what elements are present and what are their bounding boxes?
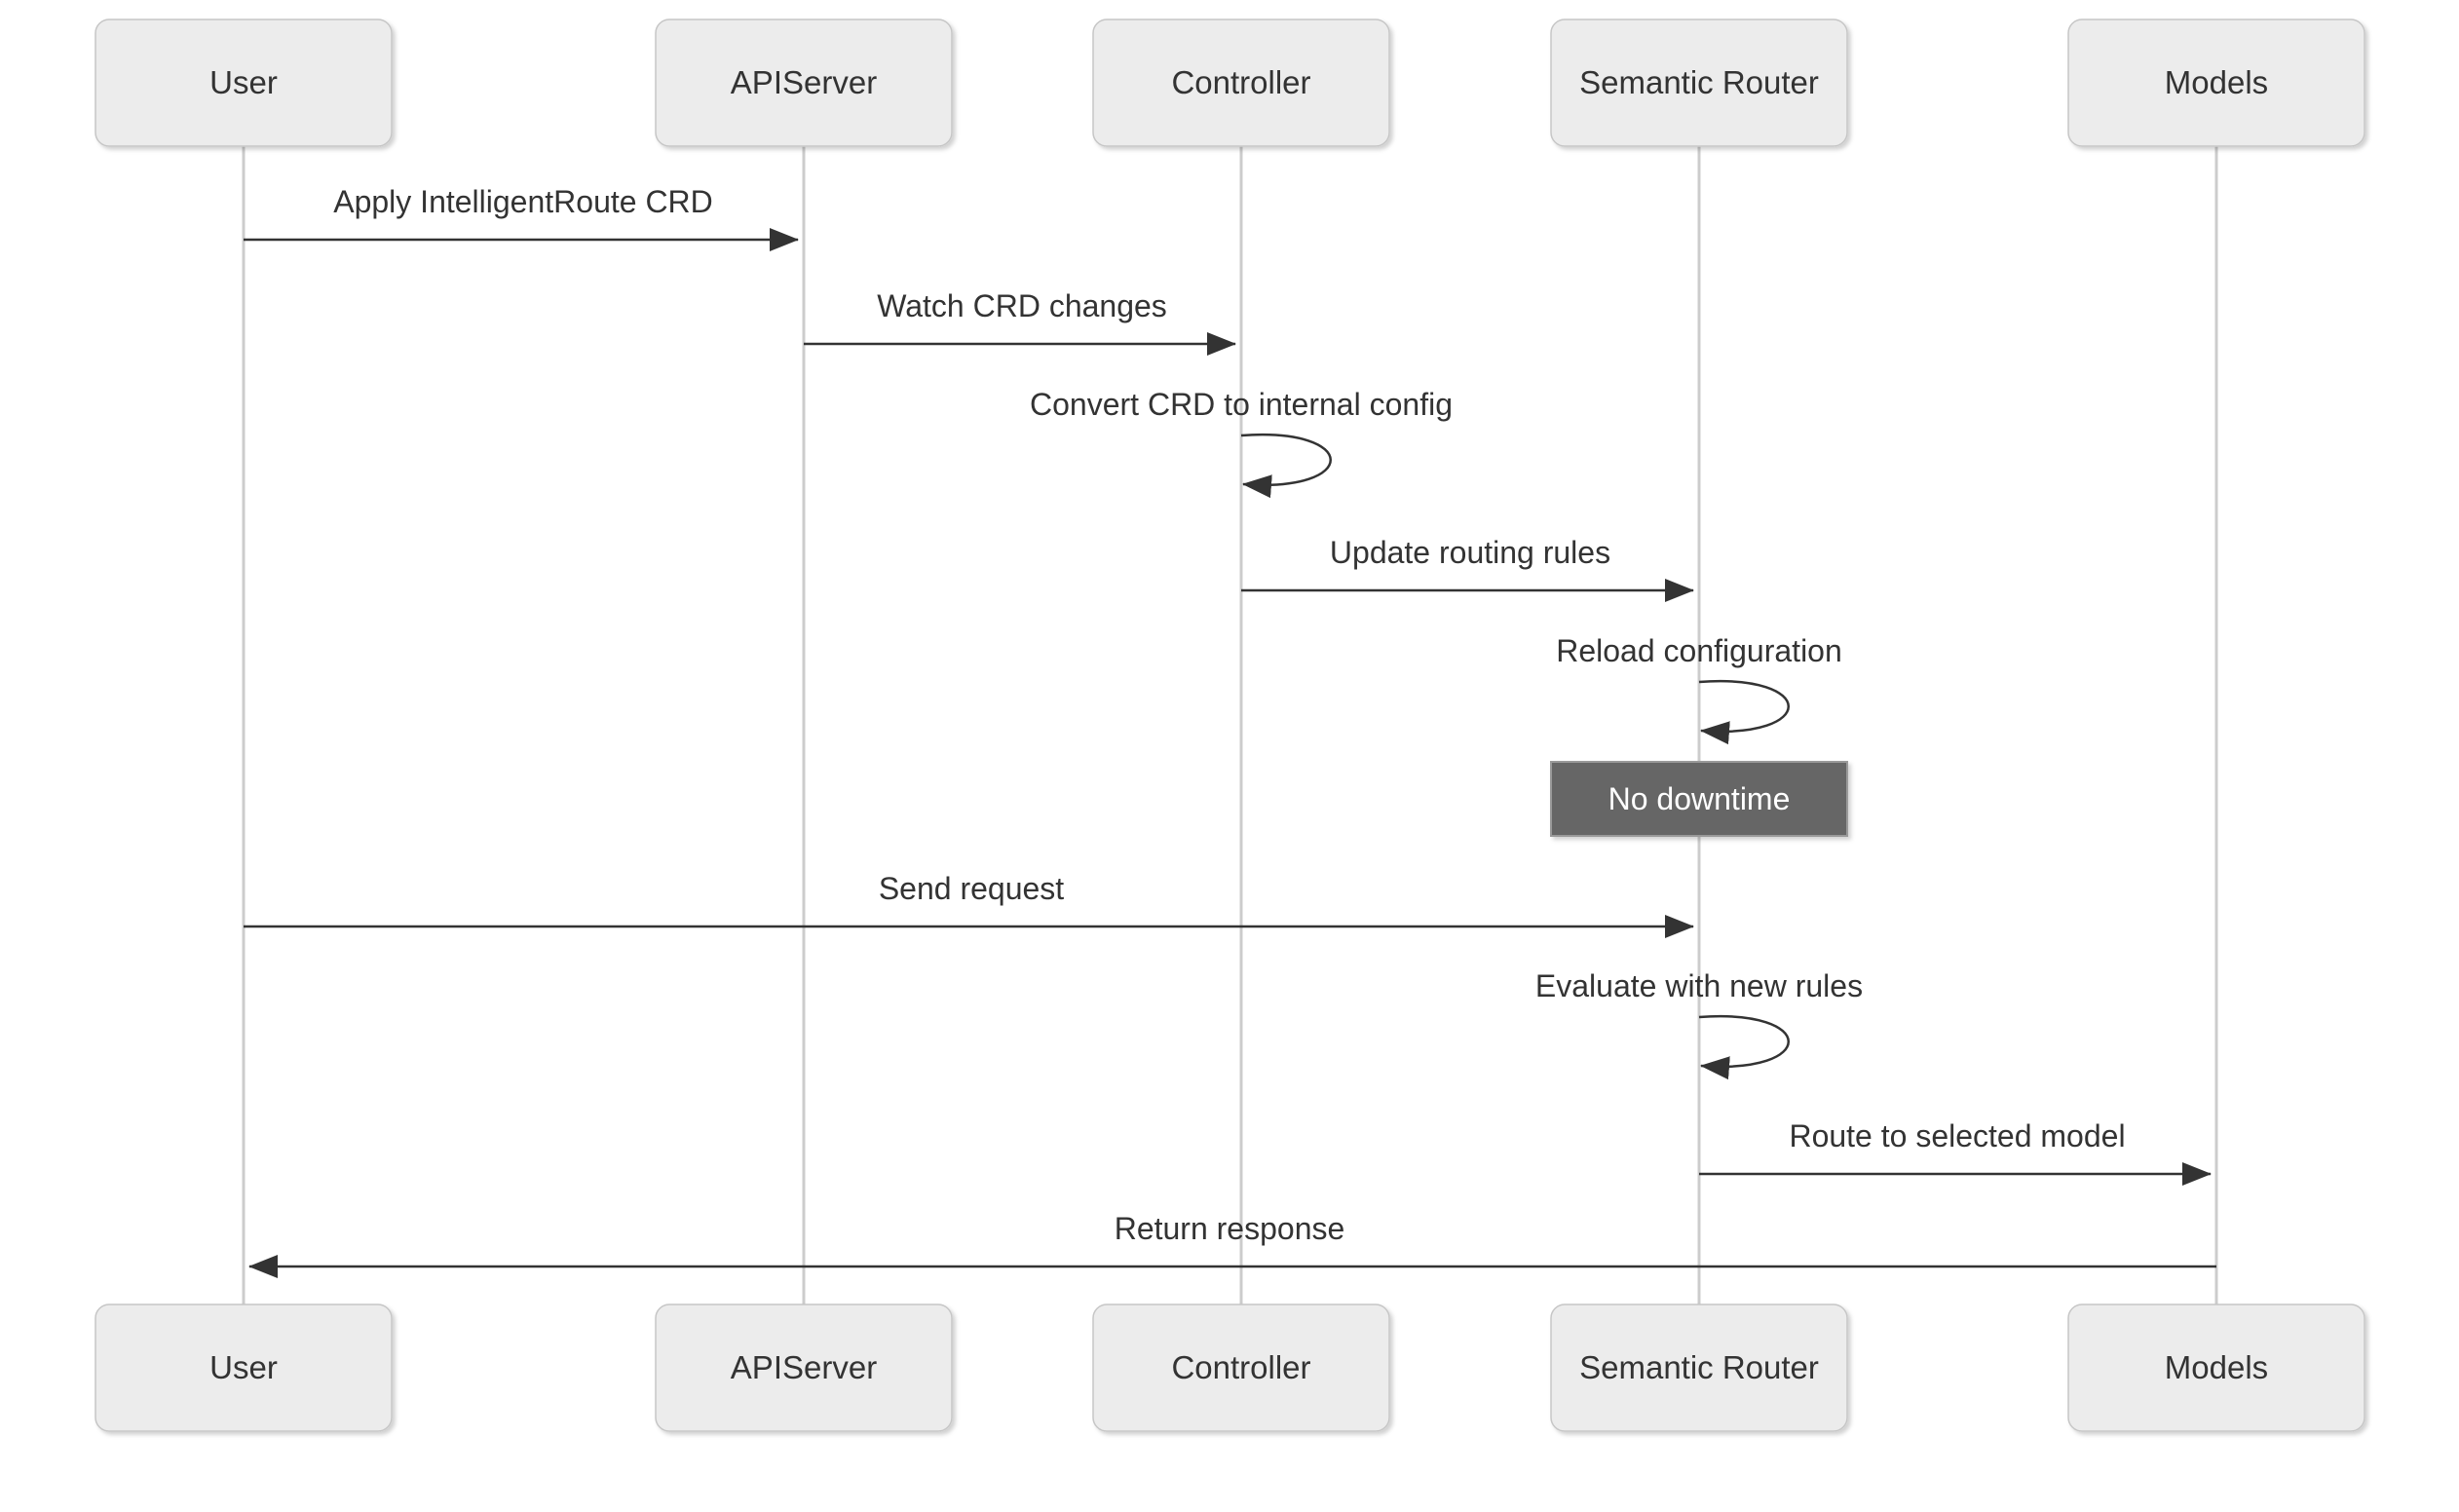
message-label: Reload configuration — [1556, 633, 1842, 668]
actor-top-models: Models — [2067, 19, 2365, 147]
actor-label-semantic-router-top: Semantic Router — [1579, 64, 1819, 100]
message-send-request: Send request — [244, 871, 1694, 938]
actor-bottom-apiserver: APIServer — [655, 1304, 953, 1432]
message-watch-crd-changes: Watch CRD changes — [804, 288, 1236, 356]
self-loop-arrow — [1240, 433, 1332, 499]
actor-box-controller-top — [1092, 19, 1390, 147]
message-update-routing-rules: Update routing rules — [1241, 535, 1694, 602]
actor-bottom-models: Models — [2067, 1304, 2365, 1432]
actor-label-models-bottom: Models — [2165, 1349, 2268, 1385]
actor-bottom-controller: Controller — [1092, 1304, 1390, 1432]
actor-box-models-top — [2067, 19, 2365, 147]
self-loop-arrow — [1698, 1014, 1790, 1080]
actor-label-apiserver-bottom: APIServer — [731, 1349, 877, 1385]
message-evaluate-with-new-rules: Evaluate with new rules — [1535, 968, 1863, 1080]
message-label: Send request — [879, 871, 1064, 906]
self-loop-arrow — [1698, 679, 1790, 745]
actor-box-models-bottom — [2067, 1304, 2365, 1432]
actor-top-semantic-router: Semantic Router — [1550, 19, 1848, 147]
actor-box-controller-bottom — [1092, 1304, 1390, 1432]
actor-label-apiserver-top: APIServer — [731, 64, 877, 100]
actor-label-user-bottom: User — [209, 1349, 278, 1385]
actor-label-controller-top: Controller — [1171, 64, 1310, 100]
message-label: Return response — [1115, 1211, 1345, 1246]
actor-label-semantic-router-bottom: Semantic Router — [1579, 1349, 1819, 1385]
actor-box-semantic-router-bottom — [1550, 1304, 1848, 1432]
message-route-to-selected-model: Route to selected model — [1699, 1118, 2212, 1186]
note-label: No downtime — [1608, 781, 1791, 816]
actor-box-apiserver-top — [655, 19, 953, 147]
actor-top-controller: Controller — [1092, 19, 1390, 147]
message-convert-crd-to-internal-config: Convert CRD to internal config — [1030, 387, 1453, 499]
message-label: Route to selected model — [1789, 1118, 2125, 1153]
actor-top-user: User — [95, 19, 393, 147]
note-no-downtime: No downtime — [1550, 761, 1848, 837]
message-label: Convert CRD to internal config — [1030, 387, 1453, 422]
message-apply-intelligentroute-crd: Apply IntelligentRoute CRD — [244, 184, 799, 251]
message-return-response: Return response — [248, 1211, 2216, 1278]
actor-bottom-semantic-router: Semantic Router — [1550, 1304, 1848, 1432]
message-reload-configuration: Reload configuration — [1556, 633, 1842, 745]
actor-label-models-top: Models — [2165, 64, 2268, 100]
actor-box-user-bottom — [95, 1304, 393, 1432]
actor-label-controller-bottom: Controller — [1171, 1349, 1310, 1385]
actor-box-apiserver-bottom — [655, 1304, 953, 1432]
actor-box-user-top — [95, 19, 393, 147]
message-label: Update routing rules — [1330, 535, 1610, 570]
actor-label-user-top: User — [209, 64, 278, 100]
actor-box-semantic-router-top — [1550, 19, 1848, 147]
message-label: Evaluate with new rules — [1535, 968, 1863, 1003]
message-label: Apply IntelligentRoute CRD — [333, 184, 713, 219]
message-label: Watch CRD changes — [877, 288, 1167, 323]
actor-top-apiserver: APIServer — [655, 19, 953, 147]
note-box — [1550, 761, 1848, 837]
actor-bottom-user: User — [95, 1304, 393, 1432]
